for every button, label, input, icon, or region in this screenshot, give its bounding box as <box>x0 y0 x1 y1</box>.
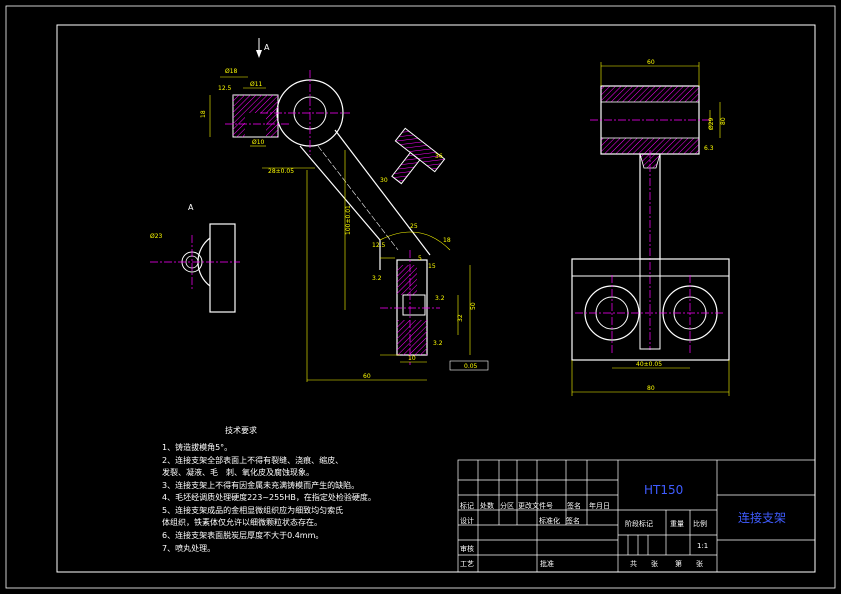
tech-req-item-5: 4、毛坯经调质处理硬度223~255HB，在指定处检验硬度。 <box>162 492 376 502</box>
dim-d9: 60 <box>363 373 371 380</box>
technical-requirements: 技术要求 1、铸造拔模角5°。 2、连接支架全部表面上不得有裂缝、浇痕、缩皮、 … <box>162 425 376 553</box>
dim-d29: 3.2 <box>433 340 443 347</box>
dim-d19: 32 <box>457 314 464 322</box>
dim-d4: 18 <box>200 110 207 118</box>
tb-scale-value: 1:1 <box>697 542 708 550</box>
tb-review: 审核 <box>460 544 474 553</box>
tech-req-item-8: 6、连接支架表面脱炭层厚度不大于0.4mm。 <box>162 530 323 540</box>
dim-d5: Ø10 <box>252 139 265 146</box>
section-label: A <box>188 203 194 212</box>
tech-req-item-9: 7、喷丸处理。 <box>162 543 215 553</box>
view-arrow: A <box>256 38 270 58</box>
side-view: 60 80 Ø29 6.3 40±0.05 80 <box>571 59 730 396</box>
dim-d22: 60 <box>647 59 655 66</box>
dim-d23: Ø23 <box>150 233 163 240</box>
tb-scale-label: 比例 <box>693 519 707 528</box>
tb-date: 年月日 <box>589 501 610 510</box>
main-view: Ø18 Ø11 12.5 18 Ø10 28±0.05 100±0.01 25 … <box>200 68 489 382</box>
dim-d12: 12.5 <box>372 242 386 249</box>
tech-req-item-1: 1、铸造拔模角5°。 <box>162 442 232 452</box>
view-label: A <box>264 43 270 52</box>
dim-d3: 12.5 <box>218 85 232 92</box>
dim-d7: 100±0.01 <box>345 205 352 235</box>
tb-approve: 批准 <box>540 559 554 568</box>
title-block <box>457 459 816 573</box>
dim-d21: 0.05 <box>464 363 478 370</box>
material-label: HT150 <box>644 483 683 497</box>
tb-sheets-total: 共 张 <box>630 559 658 568</box>
dim-d16: 3.2 <box>372 275 382 282</box>
dim-d6: 28±0.05 <box>268 168 294 175</box>
inner-border <box>56 24 816 573</box>
tb-sign: 签名 <box>567 501 581 510</box>
dim-d26: 6.3 <box>704 145 714 152</box>
tech-req-title: 技术要求 <box>225 425 257 435</box>
dim-d2: Ø11 <box>250 81 263 88</box>
dim-d15: 15 <box>428 263 436 270</box>
dim-d13: 18 <box>443 237 451 244</box>
tb-design: 设计 <box>460 516 474 525</box>
dim-d10: 36 <box>435 153 443 160</box>
tb-count: 处数 <box>480 501 494 510</box>
dim-d18: 50 <box>470 302 477 310</box>
tech-req-item-6: 5、连接支架成品的金相显微组织应为细致均匀索氏 <box>162 505 343 515</box>
tech-req-item-4: 3、连接支架上不得有因金属未充满铸模而产生的缺陷。 <box>162 480 359 490</box>
dim-d11: 30 <box>380 177 388 184</box>
dim-d27: 40±0.05 <box>636 361 662 368</box>
tb-process: 工艺 <box>460 560 474 568</box>
tb-sheet-no: 第 张 <box>675 559 703 568</box>
tb-mark: 标记 <box>460 501 474 510</box>
dim-d8: 25 <box>410 223 418 230</box>
tb-weight: 重量 <box>670 520 684 528</box>
outer-border <box>5 5 836 589</box>
tb-zone: 分区 <box>500 501 514 510</box>
dim-d25: Ø29 <box>708 117 715 130</box>
dim-d17: 3.2 <box>435 295 445 302</box>
aux-view-a: A Ø23 <box>150 203 240 313</box>
dim-d14: 5 <box>418 255 422 262</box>
tech-req-item-3: 发裂、凝液、毛 刺、氧化皮及腐蚀现象。 <box>162 467 314 477</box>
dim-d1: Ø18 <box>225 68 238 75</box>
dim-d28: 80 <box>647 385 655 392</box>
dim-d24: 80 <box>720 117 727 125</box>
title-block-text: HT150 连接支架 标记 处数 分区 更改文件号 签名 年月日 设计 标准化 … <box>460 483 786 568</box>
tech-req-item-2: 2、连接支架全部表面上不得有裂缝、浇痕、缩皮、 <box>162 455 343 465</box>
tech-req-item-7: 体组织，铁素体仅允许以细微颗粒状态存在。 <box>162 517 322 527</box>
tb-stage-mark: 阶段标记 <box>625 519 653 528</box>
tb-signature: 签名 <box>566 516 580 525</box>
dim-d20: 10 <box>408 355 416 362</box>
part-name-label: 连接支架 <box>738 510 786 525</box>
tb-standardization: 标准化 <box>539 516 560 525</box>
tb-change-doc: 更改文件号 <box>518 501 553 510</box>
